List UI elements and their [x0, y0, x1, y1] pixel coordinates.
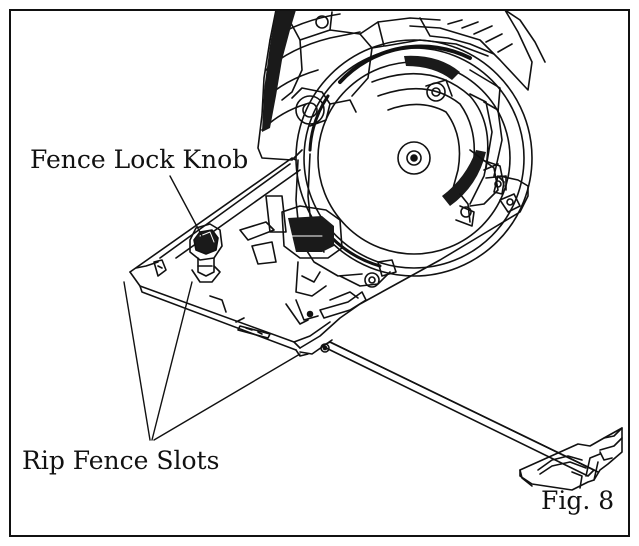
rip-fence — [320, 341, 623, 491]
fence-lock-knob — [189, 223, 223, 283]
rip-fence-slots-label: Rip Fence Slots — [22, 446, 220, 475]
leader-lines — [123, 175, 301, 441]
blade-guard — [295, 39, 533, 277]
fence-lock-knob-label: Fence Lock Knob — [30, 145, 249, 174]
figure-label: Fig. 8 — [541, 486, 615, 515]
motor-housing — [257, 11, 546, 161]
front-guard — [239, 153, 397, 297]
base-plate — [129, 157, 529, 357]
